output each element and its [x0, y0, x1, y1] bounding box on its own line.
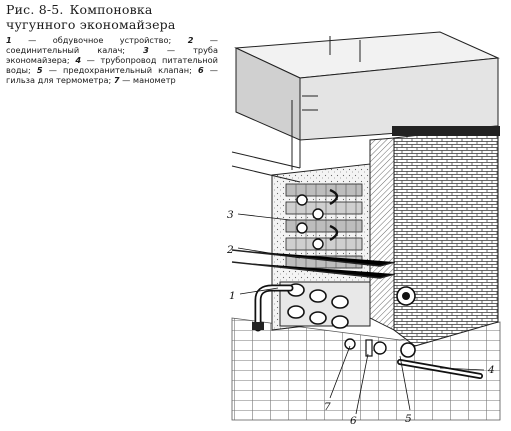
callout-label: 3: [227, 209, 234, 221]
callout-label: 4: [487, 364, 495, 376]
brick-setting-wall: [369, 125, 500, 347]
callout-label: 1: [229, 290, 236, 302]
figure-legend: 1 — обдувочное устройство; 2 — соедините…: [6, 35, 218, 85]
figure-title-text: Компоновка чугунного экономайзера: [6, 2, 176, 32]
callout-label: 7: [324, 401, 331, 413]
legend-item: 1 — обдувочное устройство;: [6, 35, 188, 45]
legend-item: 3 — труба экономайзера;: [6, 45, 218, 65]
feed-water-pipe: [397, 359, 483, 379]
legend-item-text: — предохранительный клапан;: [42, 65, 198, 75]
figure-number: Рис. 8-5.: [6, 2, 64, 17]
fittings: [344, 286, 416, 358]
callout-label: 5: [405, 413, 412, 425]
legend-item-number: 2: [187, 35, 194, 45]
legend-item: 6 — гильза для термометра;: [6, 65, 218, 85]
legend-item-text: — трубопровод питательной воды;: [6, 55, 218, 75]
legend-item-text: — манометр: [119, 75, 176, 85]
legend-item-number: 7: [113, 75, 120, 85]
lower-header-pipes: [279, 281, 371, 329]
legend-item-number: 3: [143, 45, 149, 55]
callout-label: 2: [226, 244, 234, 256]
legend-item-number: 5: [36, 65, 43, 75]
callout-label: 6: [350, 415, 357, 427]
figure-caption: Рис. 8-5.Компоновка чугунного экономайзе…: [6, 2, 218, 85]
legend-item: 7 — манометр: [114, 75, 176, 85]
legend-item-text: — гильза для термометра;: [6, 65, 218, 85]
legend-item-number: 4: [75, 55, 82, 65]
legend-item-text: — обдувочное устройство;: [11, 35, 188, 45]
legend-item-text: — труба экономайзера;: [6, 45, 218, 65]
legend-item-number: 1: [6, 35, 12, 45]
legend-item: 5 — предохранительный клапан;: [37, 65, 198, 75]
upper-flue-duct: [234, 31, 500, 141]
callout-labels: 3 2 1 4 7 6 5: [226, 209, 495, 427]
floor-tiles: [231, 317, 501, 421]
leader-lines: [237, 213, 485, 415]
figure-title: Рис. 8-5.Компоновка чугунного экономайзе…: [6, 2, 218, 32]
legend-item: 4 — трубопровод питательной воды;: [6, 55, 218, 75]
legend-item-text: — соединительный калач;: [6, 35, 218, 55]
legend-item: 2 — соединительный калач;: [6, 35, 218, 55]
legend-item-number: 6: [197, 65, 204, 75]
